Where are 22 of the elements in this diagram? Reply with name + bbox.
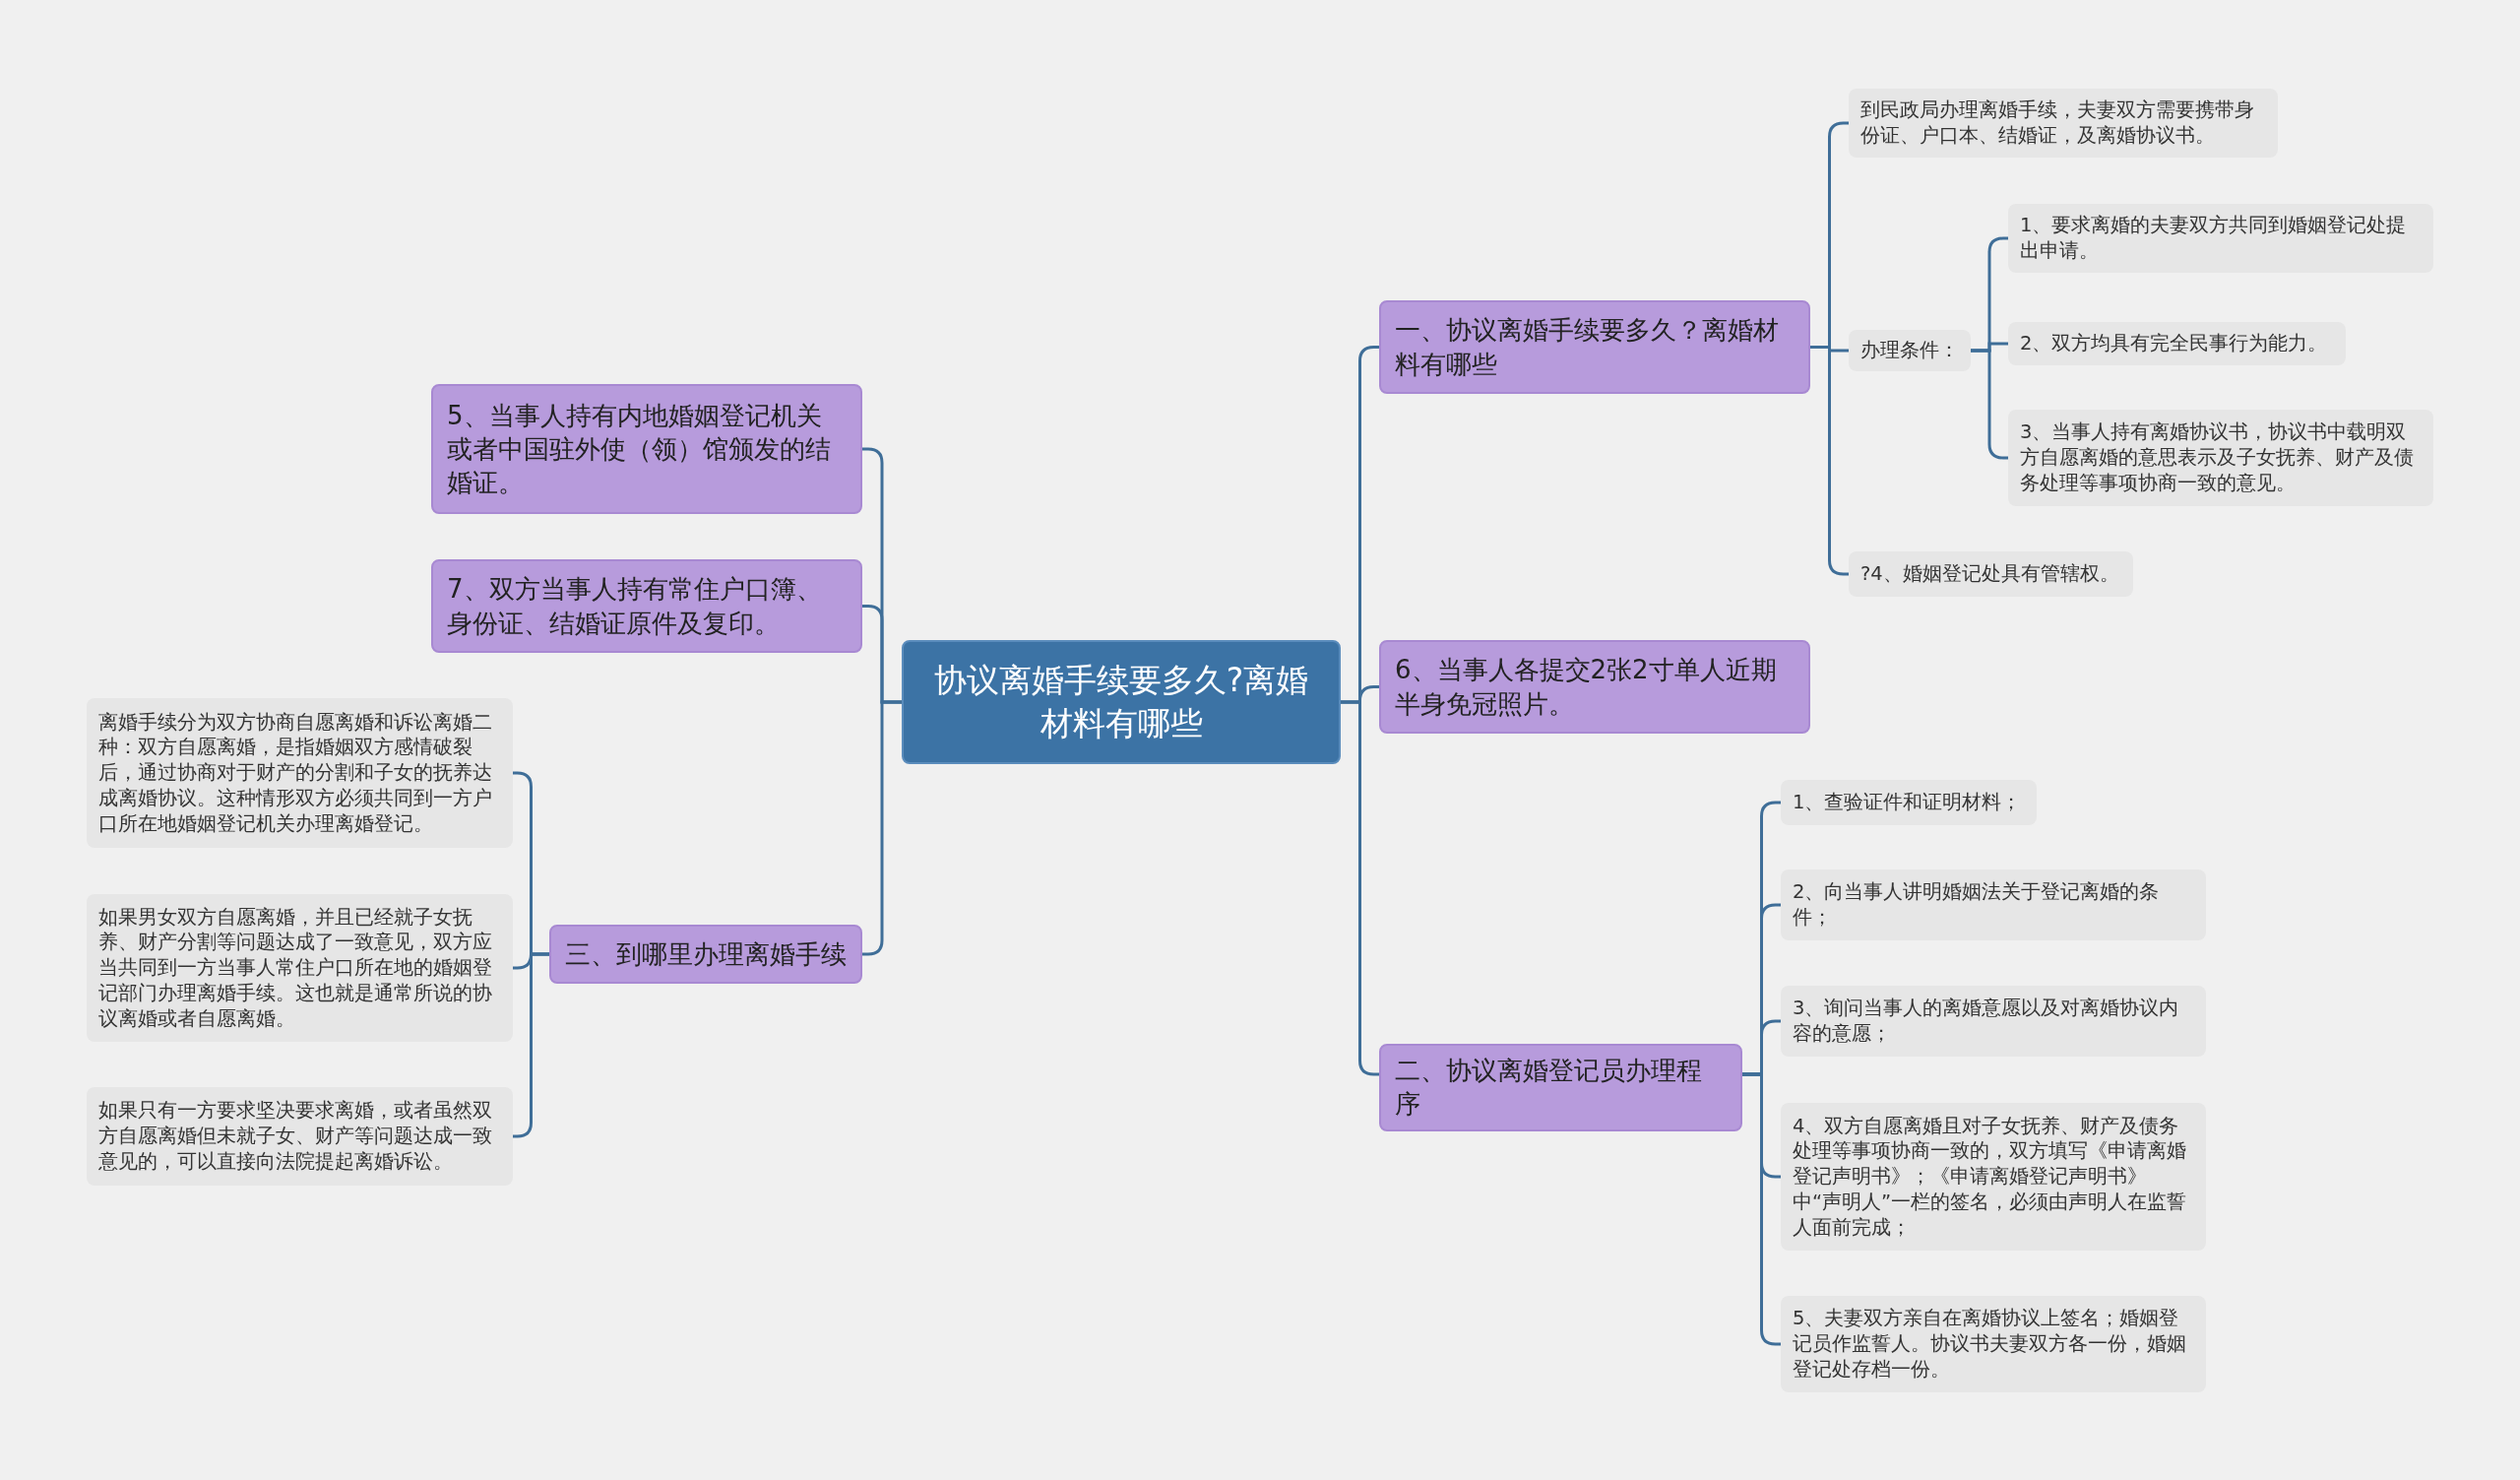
subtopic-box: 2、双方均具有完全民事行为能力。 — [2008, 322, 2346, 365]
subtopic-box: ?4、婚姻登记处具有管辖权。 — [1849, 551, 2133, 597]
subtopic-box: 办理条件： — [1849, 330, 1971, 371]
subtopic-box: 2、向当事人讲明婚姻法关于登记离婚的条件； — [1781, 869, 2206, 940]
subtopic-box: 4、双方自愿离婚且对子女抚养、财产及债务处理等事项协商一致的，双方填写《申请离婚登记声明书》；《申请离婚登记声明书》中“声明人”一栏的签名，必须由声明人在监誓人面前完成； — [1781, 1103, 2206, 1251]
topic-box: 三、到哪里办理离婚手续 — [549, 925, 862, 984]
subtopic-box: 1、查验证件和证明材料； — [1781, 780, 2037, 825]
subtopic-box: 到民政局办理离婚手续，夫妻双方需要携带身份证、户口本、结婚证，及离婚协议书。 — [1849, 89, 2278, 158]
subtopic-box: 如果男女双方自愿离婚，并且已经就子女抚养、财产分割等问题达成了一致意见，双方应当共同到一方当事人常住户口所在地的婚姻登记部门办理离婚手续。这也就是通常所说的协议离婚或者自愿离婚。 — [87, 894, 513, 1042]
subtopic-box: 3、当事人持有离婚协议书，协议书中载明双方自愿离婚的意思表示及子女抚养、财产及债务处理等事项协商一致的意见。 — [2008, 410, 2433, 506]
subtopic-box: 离婚手续分为双方协商自愿离婚和诉讼离婚二种：双方自愿离婚，是指婚姻双方感情破裂后，通过协商对于财产的分割和子女的抚养达成离婚协议。这种情形双方必须共同到一方户口所在地婚姻登记机关办理离婚登记。 — [87, 698, 513, 848]
subtopic-box: 5、夫妻双方亲自在离婚协议上签名；婚姻登记员作监誓人。协议书夫妻双方各一份，婚姻登记处存档一份。 — [1781, 1296, 2206, 1392]
topic-box: 二、协议离婚登记员办理程序 — [1379, 1044, 1742, 1131]
subtopic-box: 1、要求离婚的夫妻双方共同到婚姻登记处提出申请。 — [2008, 204, 2433, 273]
subtopic-box: 3、询问当事人的离婚意愿以及对离婚协议内容的意愿； — [1781, 986, 2206, 1057]
topic-box: 5、当事人持有内地婚姻登记机关或者中国驻外使（领）馆颁发的结婚证。 — [431, 384, 862, 514]
connector-line — [1971, 349, 2008, 460]
topic-box: 7、双方当事人持有常住户口簿、身份证、结婚证原件及复印。 — [431, 559, 862, 653]
topic-box: 6、当事人各提交2张2寸单人近期半身免冠照片。 — [1379, 640, 1810, 734]
central-topic-box: 协议离婚手续要多久?离婚材料有哪些 — [902, 640, 1341, 764]
topic-box: 一、协议离婚手续要多久？离婚材料有哪些 — [1379, 300, 1810, 394]
subtopic-box: 如果只有一方要求坚决要求离婚，或者虽然双方自愿离婚但未就子女、财产等问题达成一致意见的，可以直接向法院提起离婚诉讼。 — [87, 1087, 513, 1186]
